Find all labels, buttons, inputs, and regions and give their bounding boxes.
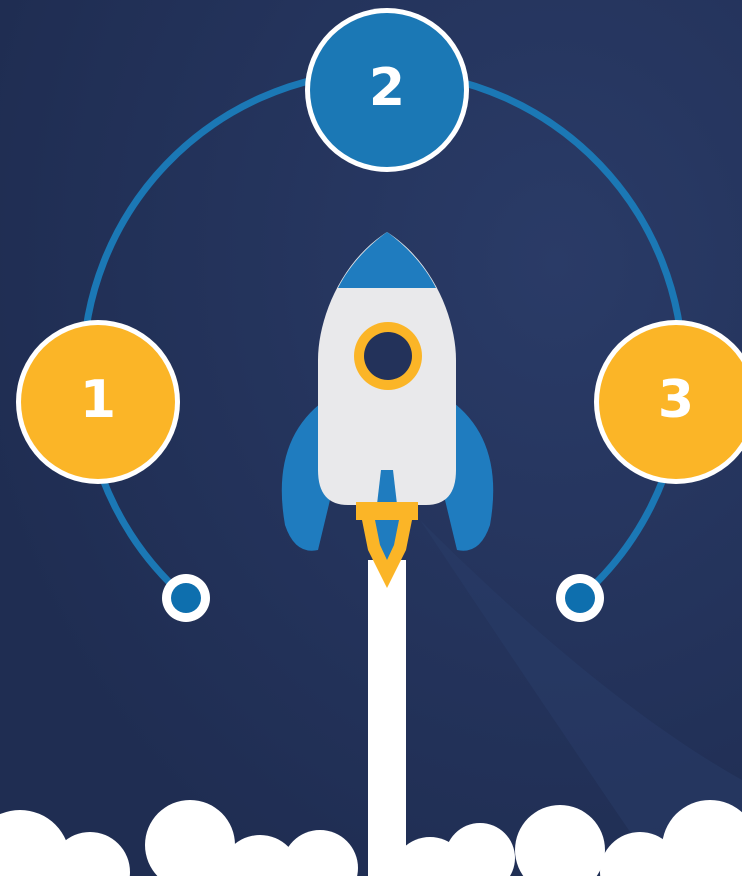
step-label-1: 1 (18, 370, 178, 430)
arc-endpoint-left (162, 574, 210, 622)
rocket-nozzle (356, 502, 418, 520)
arc-endpoint-right (556, 574, 604, 622)
exhaust-trail (368, 560, 406, 876)
step-label-3: 3 (596, 370, 742, 430)
step-label-2: 2 (307, 58, 467, 118)
